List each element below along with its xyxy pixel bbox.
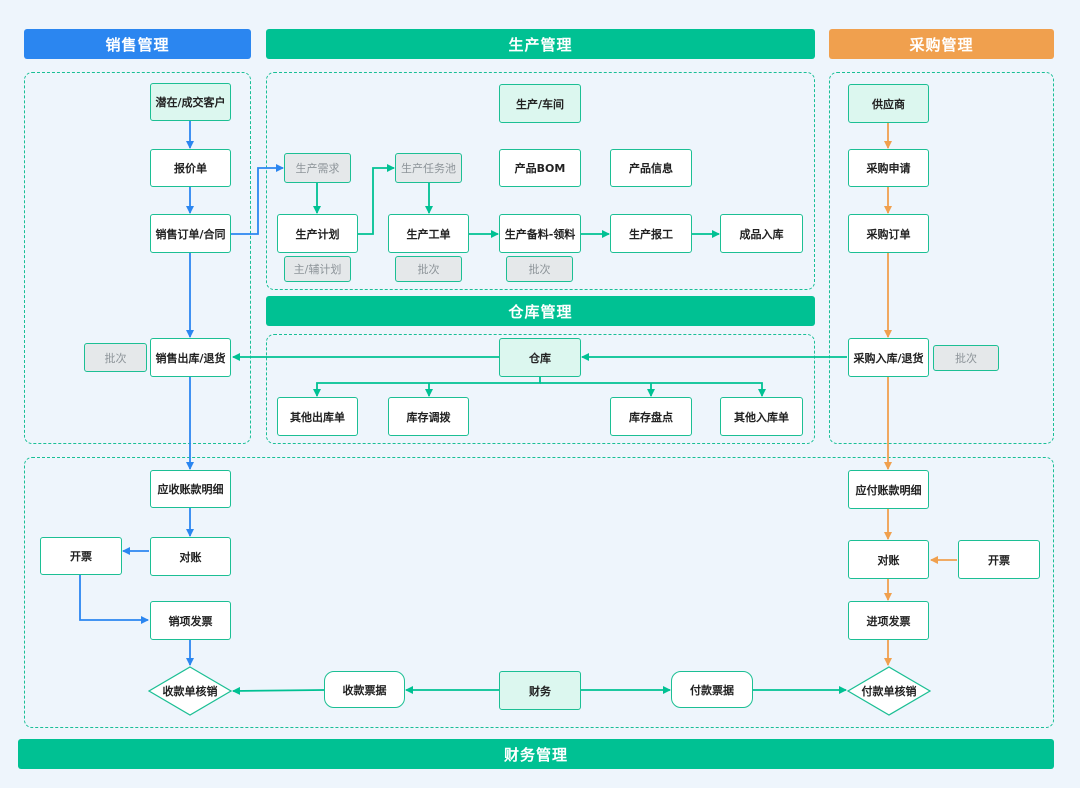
purchase-management-header: 采购管理 [829,29,1054,59]
purchase-batch-node[interactable]: 批次 [933,345,999,371]
payment-writeoff-label: 付款单核销 [861,685,917,698]
warehouse-region [266,334,815,444]
reconcile-left-node[interactable]: 对账 [150,537,231,576]
product-bom-node[interactable]: 产品BOM [499,149,581,187]
work-order-node[interactable]: 生产工单 [388,214,469,253]
finance-management-header: 财务管理 [18,739,1054,769]
warehouse-management-header: 仓库管理 [266,296,815,326]
finished-inbound-node[interactable]: 成品入库 [720,214,803,253]
purchase-order-node[interactable]: 采购订单 [848,214,929,253]
product-info-node[interactable]: 产品信息 [610,149,692,187]
receipt-bill-node[interactable]: 收款票据 [324,671,405,708]
invoice-right-node[interactable]: 开票 [958,540,1040,579]
warehouse-node[interactable]: 仓库 [499,338,581,377]
sales-region [24,72,251,444]
sales-outbound-node[interactable]: 销售出库/退货 [150,338,231,377]
purchase-inbound-node[interactable]: 采购入库/退货 [848,338,929,377]
sales-management-header: 销售管理 [24,29,251,59]
production-region [266,72,815,290]
sales-invoice-node[interactable]: 销项发票 [150,601,231,640]
material-batch-node[interactable]: 批次 [506,256,573,282]
receivable-node[interactable]: 应收账款明细 [150,470,231,508]
payment-writeoff-diamond[interactable]: 付款单核销 [847,666,931,716]
receipt-writeoff-diamond[interactable]: 收款单核销 [148,666,232,716]
supplier-node[interactable]: 供应商 [848,84,929,123]
payment-bill-node[interactable]: 付款票据 [671,671,753,708]
purchase-invoice-node[interactable]: 进项发票 [848,601,929,640]
stocktake-node[interactable]: 库存盘点 [610,397,692,436]
task-pool-node[interactable]: 生产任务池 [395,153,462,183]
production-management-header: 生产管理 [266,29,815,59]
invoice-left-node[interactable]: 开票 [40,537,122,575]
potential-customer-node[interactable]: 潜在/成交客户 [150,83,231,121]
material-picking-node[interactable]: 生产备料-领料 [499,214,581,253]
finance-node[interactable]: 财务 [499,671,581,710]
sales-batch-node[interactable]: 批次 [84,343,147,372]
other-inbound-node[interactable]: 其他入库单 [720,397,803,436]
stock-transfer-node[interactable]: 库存调拨 [388,397,469,436]
receipt-writeoff-shape [148,666,232,716]
finance-region [24,457,1054,728]
receipt-writeoff-label: 收款单核销 [162,685,218,698]
main-sub-plan-node[interactable]: 主/辅计划 [284,256,351,282]
sales-order-node[interactable]: 销售订单/合同 [150,214,231,253]
quote-node[interactable]: 报价单 [150,149,231,187]
reconcile-right-node[interactable]: 对账 [848,540,929,579]
payment-writeoff-shape [847,666,931,716]
purchase-request-node[interactable]: 采购申请 [848,149,929,187]
work-order-batch-node[interactable]: 批次 [395,256,462,282]
production-demand-node[interactable]: 生产需求 [284,153,351,183]
workshop-node[interactable]: 生产/车间 [499,84,581,123]
other-outbound-node[interactable]: 其他出库单 [277,397,358,436]
production-report-node[interactable]: 生产报工 [610,214,692,253]
payable-node[interactable]: 应付账款明细 [848,470,929,509]
purchase-region [829,72,1054,444]
production-plan-node[interactable]: 生产计划 [277,214,358,253]
